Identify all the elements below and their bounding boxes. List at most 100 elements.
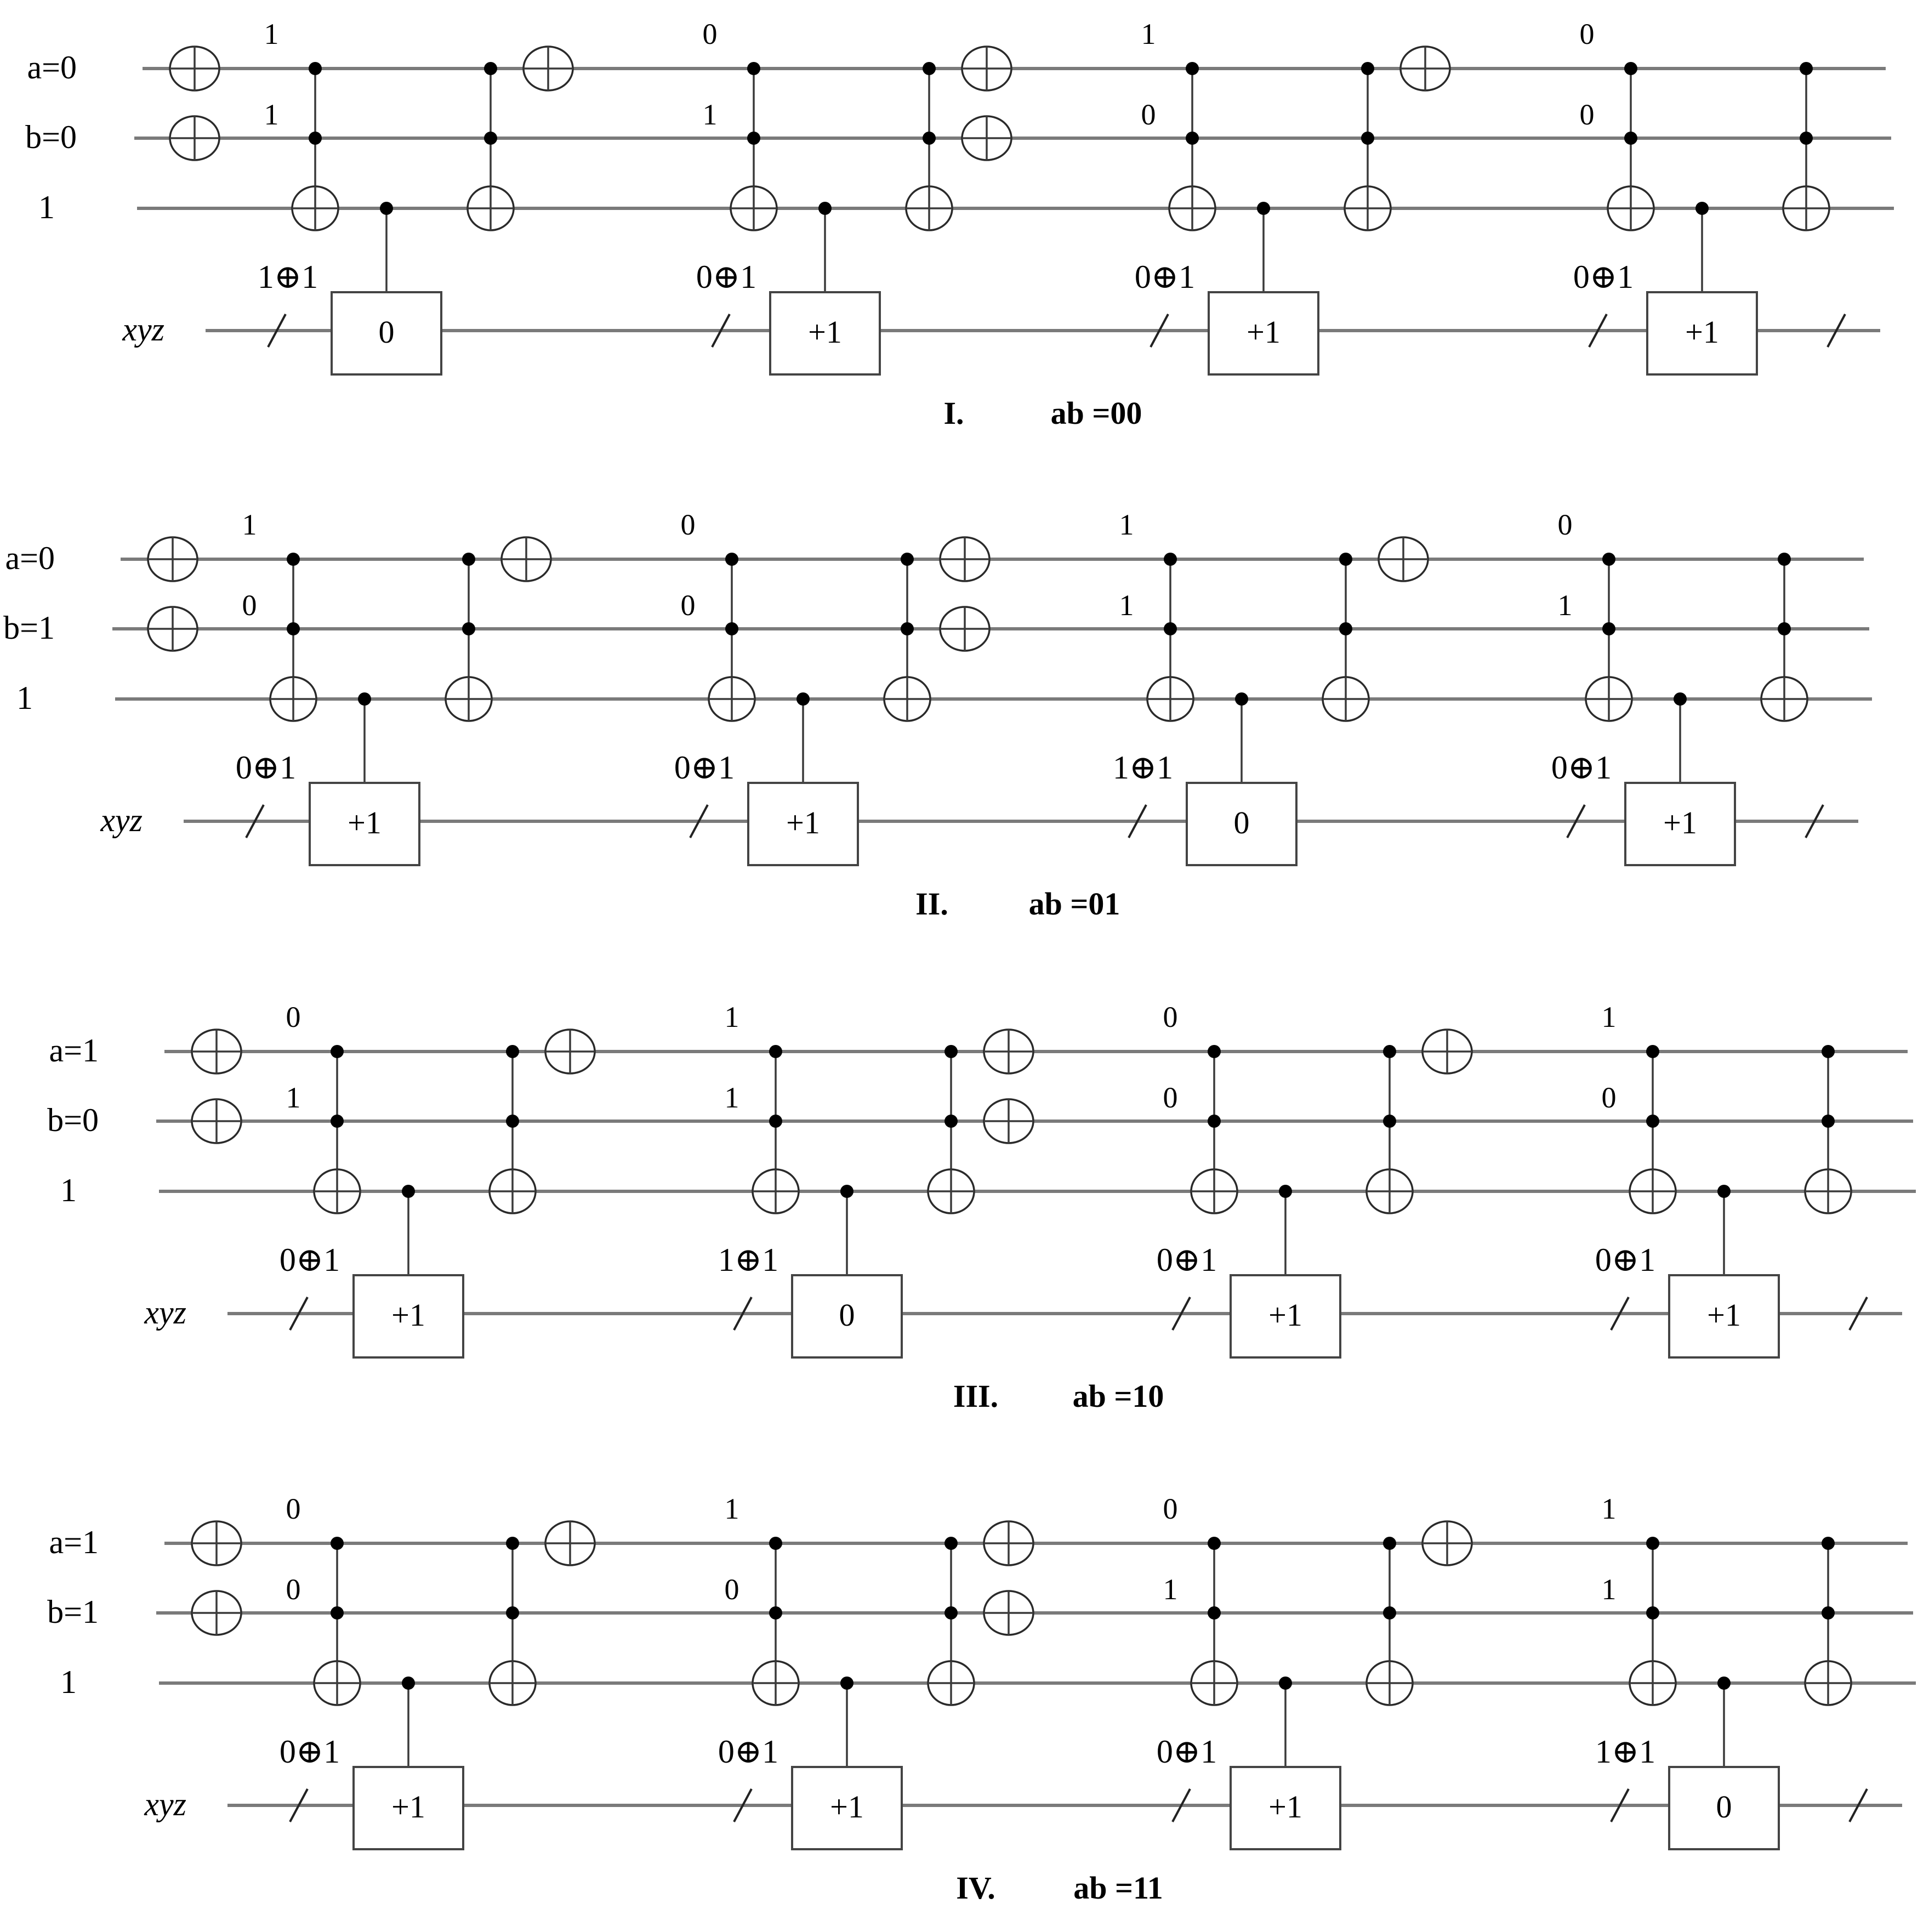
control-value-a: 0 xyxy=(1163,1492,1178,1525)
control-dot xyxy=(462,622,475,635)
bus-slash xyxy=(733,1297,753,1331)
block-2: 100⊕1+1 xyxy=(718,1492,1034,1850)
control-dot xyxy=(1717,1677,1731,1690)
not-gate-b xyxy=(961,115,1012,161)
toffoli-target xyxy=(927,1168,975,1214)
not-gate-a xyxy=(1399,46,1451,92)
control-dot xyxy=(1186,132,1199,145)
wire-label-b: b=1 xyxy=(3,610,55,646)
gate-label: +1 xyxy=(391,1789,425,1825)
not-gate-a xyxy=(500,536,552,582)
wire-label-ancilla: 1 xyxy=(38,189,55,225)
control-dot xyxy=(309,132,322,145)
control-value-b: 0 xyxy=(1580,98,1595,131)
not-gate-a xyxy=(147,536,198,582)
xor-label: 1⊕1 xyxy=(1595,1734,1655,1770)
control-value-a: 1 xyxy=(1602,1492,1617,1525)
toffoli-target xyxy=(488,1660,537,1706)
control-value-a: 0 xyxy=(286,1492,301,1525)
control-dot xyxy=(1822,1606,1835,1620)
control-dot xyxy=(402,1677,415,1690)
toffoli-target xyxy=(1322,676,1370,722)
control-dot xyxy=(380,202,393,215)
toffoli-target xyxy=(1760,676,1808,722)
toffoli-target xyxy=(488,1168,537,1214)
control-value-b: 1 xyxy=(703,98,718,131)
toffoli-target xyxy=(291,185,339,231)
control-value-b: 1 xyxy=(264,98,279,131)
xor-label: 1⊕1 xyxy=(258,259,318,295)
control-value-b: 0 xyxy=(1163,1081,1178,1114)
control-value-a: 1 xyxy=(264,18,279,50)
panel-2: a=0b=11xyz100⊕1+1000⊕1+1111⊕10010⊕1+1II.… xyxy=(3,508,1872,922)
xor-label: 0⊕1 xyxy=(280,1734,340,1770)
toffoli-target xyxy=(313,1168,361,1214)
block-1: 000⊕1+1 xyxy=(280,1492,596,1850)
block-4: 100⊕1+1 xyxy=(1595,1001,1852,1359)
toffoli-target xyxy=(269,676,317,722)
control-dot xyxy=(331,1606,344,1620)
control-value-b: 0 xyxy=(681,589,696,622)
gate-box xyxy=(1668,1274,1780,1359)
control-value-a: 0 xyxy=(1580,18,1595,50)
toffoli-target xyxy=(445,676,493,722)
gate-label: +1 xyxy=(1663,805,1697,840)
toffoli-target xyxy=(927,1660,975,1706)
control-dot xyxy=(1383,1115,1396,1128)
control-value-a: 0 xyxy=(286,1001,301,1033)
not-gate-b xyxy=(191,1098,242,1144)
control-value-a: 1 xyxy=(1602,1001,1617,1033)
toffoli-target xyxy=(730,185,778,231)
toffoli-target xyxy=(708,676,756,722)
control-value-a: 0 xyxy=(1558,508,1573,541)
control-dot xyxy=(462,553,475,566)
control-value-b: 1 xyxy=(1163,1573,1178,1606)
not-gate-b xyxy=(169,115,220,161)
control-dot xyxy=(1208,1045,1221,1058)
control-dot xyxy=(484,132,497,145)
control-dot xyxy=(796,692,810,706)
control-dot xyxy=(1800,62,1813,75)
control-dot xyxy=(1646,1537,1659,1550)
xor-label: 0⊕1 xyxy=(1595,1242,1655,1278)
control-dot xyxy=(944,1606,958,1620)
xor-label: 0⊕1 xyxy=(696,259,756,295)
toffoli-target xyxy=(1629,1168,1677,1214)
not-gate-a xyxy=(544,1520,596,1566)
wire-label-a: a=1 xyxy=(49,1524,99,1560)
toffoli-target xyxy=(752,1660,800,1706)
panel-caption: ab =00 xyxy=(1051,395,1142,431)
gate-box xyxy=(1668,1766,1780,1850)
gate-label: +1 xyxy=(348,805,382,840)
bus-slash xyxy=(289,1788,309,1822)
bus-slash xyxy=(1128,804,1147,838)
control-dot xyxy=(1339,622,1352,635)
bus-slash xyxy=(689,804,709,838)
control-dot xyxy=(944,1045,958,1058)
control-value-a: 0 xyxy=(703,18,718,50)
toffoli-target xyxy=(1365,1168,1414,1214)
control-dot xyxy=(506,1115,519,1128)
control-dot xyxy=(840,1185,853,1198)
not-gate-a xyxy=(522,46,574,92)
control-dot xyxy=(923,132,936,145)
control-dot xyxy=(1800,132,1813,145)
toffoli-target xyxy=(1804,1168,1852,1214)
gate-label: 0 xyxy=(839,1297,855,1333)
control-dot xyxy=(331,1045,344,1058)
control-dot xyxy=(1279,1677,1292,1690)
xor-label: 0⊕1 xyxy=(1135,259,1195,295)
wire-label-ancilla: 1 xyxy=(60,1172,77,1208)
control-dot xyxy=(1646,1606,1659,1620)
bus-slash xyxy=(289,1297,309,1331)
wire-label-register: xyz xyxy=(144,1786,186,1822)
bus-slash xyxy=(1805,804,1824,838)
xor-label: 0⊕1 xyxy=(674,749,735,786)
gate-box xyxy=(331,291,442,376)
control-dot xyxy=(1717,1185,1731,1198)
control-dot xyxy=(506,1606,519,1620)
xor-label: 0⊕1 xyxy=(1157,1734,1217,1770)
wire-label-b: b=0 xyxy=(25,119,77,155)
panel-4: a=1b=11xyz000⊕1+1100⊕1+1010⊕1+1111⊕10IV.… xyxy=(47,1492,1916,1906)
control-dot xyxy=(1383,1606,1396,1620)
